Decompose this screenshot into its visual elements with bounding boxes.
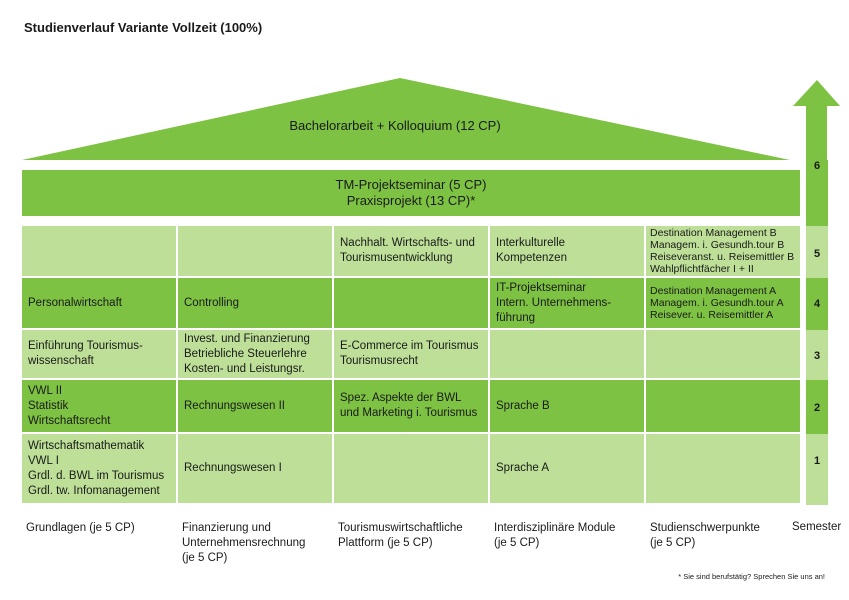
- module-cell-text: Destination Management B Managem. i. Ges…: [650, 227, 795, 275]
- module-cell: Sprache B: [490, 380, 644, 432]
- module-cell-text: VWL II Statistik Wirtschaftsrecht: [28, 384, 111, 427]
- semester-number-6: 6: [813, 160, 821, 172]
- column-label-schwerpunkte: Studienschwerpunkte (je 5 CP): [650, 522, 760, 549]
- module-cell: Destination Management B Managem. i. Ges…: [646, 226, 800, 276]
- module-cell: Wirtschaftsmathematik VWL I Grdl. d. BWL…: [22, 434, 176, 503]
- module-cell-text: Destination Management A Managem. i. Ges…: [650, 285, 784, 321]
- module-cell: Invest. und Finanzierung Betriebliche St…: [178, 330, 332, 378]
- banner-line-1: TM-Projektseminar (5 CP): [335, 177, 487, 192]
- module-cell-text: Controlling: [184, 296, 239, 309]
- banner-projects: TM-Projektseminar (5 CP) Praxisprojekt (…: [22, 170, 800, 216]
- footnote: * Sie sind berufstätig? Sprechen Sie uns…: [678, 572, 825, 581]
- module-cell-text: IT-Projektseminar Intern. Unternehmens- …: [496, 281, 612, 324]
- banner-line-2: Praxisprojekt (13 CP)*: [346, 193, 476, 208]
- module-cell-text: Wirtschaftsmathematik VWL I Grdl. d. BWL…: [28, 439, 165, 497]
- column-label-interdisziplinaer: Interdisziplinäre Module (je 5 CP): [494, 522, 616, 549]
- module-cell: Rechnungswesen I: [178, 434, 332, 503]
- module-cell: [334, 434, 488, 503]
- column-label-tourismus: Tourismuswirtschaftliche Plattform (je 5…: [338, 522, 463, 549]
- module-cell: Sprache A: [490, 434, 644, 503]
- module-cell-text: Invest. und Finanzierung Betriebliche St…: [184, 332, 310, 375]
- module-cell: IT-Projektseminar Intern. Unternehmens- …: [490, 278, 644, 328]
- semester-label: Semester: [792, 521, 842, 533]
- semester-number-4: 4: [813, 298, 821, 310]
- module-cell: [646, 434, 800, 503]
- column-label-finanzierung: Finanzierung und Unternehmensrechnung (j…: [182, 522, 306, 564]
- module-cell: Nachhalt. Wirtschafts- und Tourismusentw…: [334, 226, 488, 276]
- module-cell-text: Einführung Tourismus- wissenschaft: [28, 340, 143, 367]
- module-cell: [646, 330, 800, 378]
- module-cell-text: Rechnungswesen II: [184, 399, 286, 412]
- roof-label: Bachelorarbeit + Kolloquium (12 CP): [289, 118, 501, 133]
- module-cell: E-Commerce im Tourismus Tourismusrecht: [334, 330, 488, 378]
- module-cell-text: Sprache A: [496, 462, 550, 474]
- module-cell: Destination Management A Managem. i. Ges…: [646, 278, 800, 328]
- semester-number-1: 1: [813, 455, 821, 467]
- module-cell: VWL II Statistik Wirtschaftsrecht: [22, 380, 176, 432]
- module-cell: [178, 226, 332, 276]
- module-cell-text: Nachhalt. Wirtschafts- und Tourismusentw…: [340, 237, 475, 264]
- module-cell: Einführung Tourismus- wissenschaft: [22, 330, 176, 378]
- module-cell: Rechnungswesen II: [178, 380, 332, 432]
- module-cell: Spez. Aspekte der BWL und Marketing i. T…: [334, 380, 488, 432]
- column-label-grundlagen: Grundlagen (je 5 CP): [26, 522, 135, 534]
- page-title: Studienverlauf Variante Vollzeit (100%): [24, 20, 263, 35]
- arrow-head-icon: [793, 80, 840, 160]
- module-cell: Interkulturelle Kompetenzen: [490, 226, 644, 276]
- module-cell-text: Personalwirtschaft: [28, 296, 122, 309]
- module-cell: Controlling: [178, 278, 332, 328]
- semester-number-5: 5: [813, 248, 821, 260]
- module-cell: [490, 330, 644, 378]
- module-cell-text: Sprache B: [496, 399, 550, 412]
- module-cell: [646, 380, 800, 432]
- module-cell: Personalwirtschaft: [22, 278, 176, 328]
- module-cell: [22, 226, 176, 276]
- module-cell-text: E-Commerce im Tourismus Tourismusrecht: [340, 340, 479, 367]
- semester-number-2: 2: [813, 402, 821, 414]
- module-cell-text: Interkulturelle Kompetenzen: [496, 237, 567, 264]
- module-cell-text: Spez. Aspekte der BWL und Marketing i. T…: [340, 392, 478, 419]
- module-cell: [334, 278, 488, 328]
- module-cell-text: Rechnungswesen I: [184, 462, 282, 474]
- semester-number-3: 3: [813, 350, 821, 362]
